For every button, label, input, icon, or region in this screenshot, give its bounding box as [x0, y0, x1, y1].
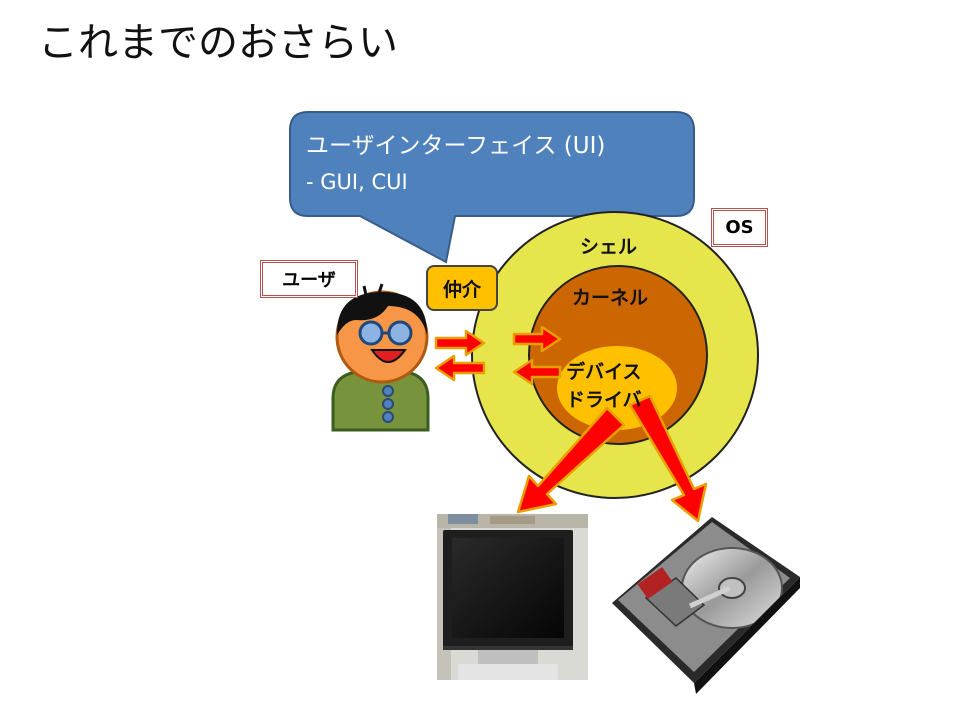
ui-callout-bubble — [289, 111, 695, 264]
device-driver-label: デバイス ドライバ — [566, 358, 642, 414]
shell-kernel-arrows — [512, 325, 562, 386]
user-label: ユーザ — [260, 260, 358, 298]
kernel-label: カーネル — [572, 287, 649, 309]
monitor-photo — [437, 514, 588, 680]
user-figure — [331, 283, 430, 432]
shell-label: シェル — [580, 236, 638, 258]
slide-title: これまでのおさらい — [38, 20, 398, 66]
ui-callout-heading: ユーザインターフェイス (UI) — [306, 133, 606, 159]
device-driver-line2: ドライバ — [566, 389, 642, 411]
hard-disk-photo — [612, 517, 800, 694]
device-driver-line1: デバイス — [566, 361, 642, 383]
driver-to-monitor-arrow — [516, 406, 626, 514]
os-label: OS — [711, 208, 768, 247]
ui-callout-subitem: - GUI, CUI — [306, 170, 408, 194]
user-mediator-arrows — [434, 329, 486, 382]
mediator-badge: 仲介 — [426, 265, 498, 311]
driver-to-hdd-arrow — [628, 394, 708, 523]
ui-callout-text: ユーザインターフェイス (UI) - GUI, CUI — [306, 128, 605, 200]
